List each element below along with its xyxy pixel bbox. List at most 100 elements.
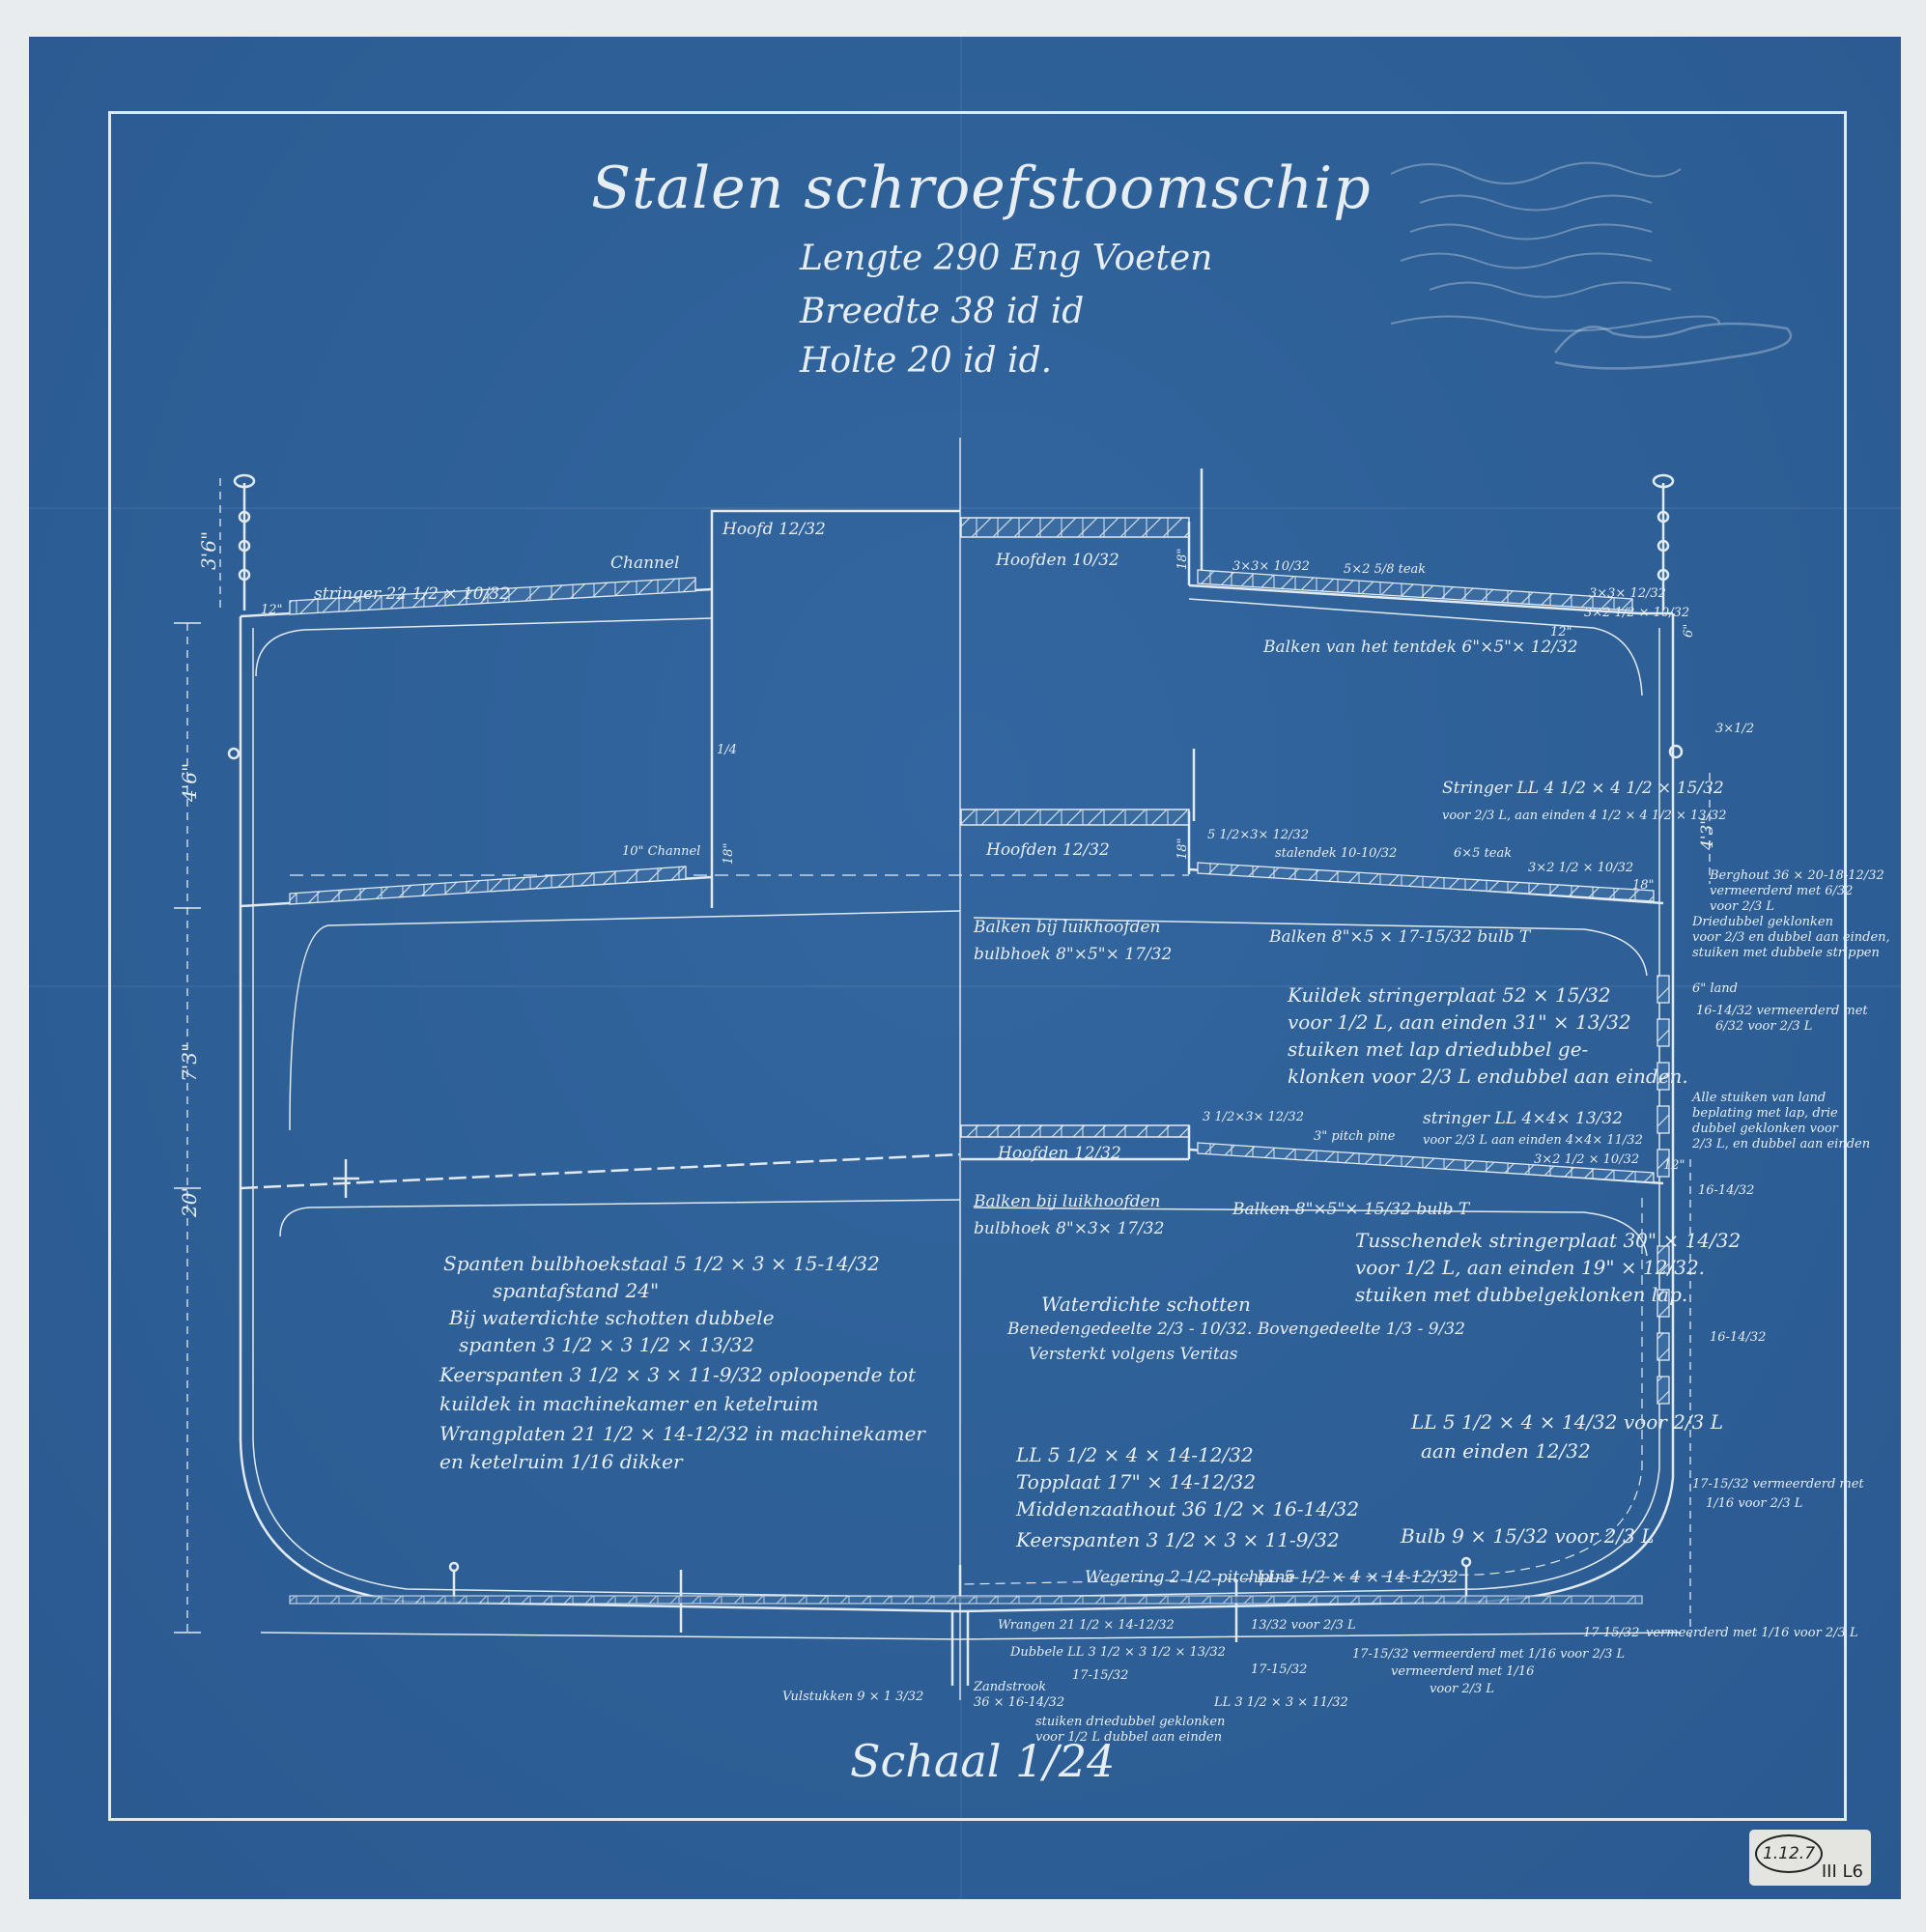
note-stringer: stringer 22 1/2 × 10/32 [314,584,510,604]
note-bar: 3×1/2 [1715,722,1755,736]
note-beams-hatch: Balken bij luikhoofden [974,918,1161,937]
note-shell: 17-15/32 [1583,1626,1640,1640]
drawing-title: Stalen schroefstoomschip [591,155,1372,222]
hatch-coaming-upper [710,509,960,908]
note-kuildek: klonken voor 2/3 L endubbel aan einden. [1288,1065,1688,1088]
note-angle: 3×2 1/2 × 10/32 [1534,1152,1640,1167]
note-angle: 5 1/2×3× 12/32 [1207,828,1309,842]
note-bilge: 17-15/32 vermeerderd met [1692,1477,1864,1492]
note-beams-hatch: bulbhoek 8"×5"× 17/32 [974,945,1173,964]
note-shell: voor 2/3 L [1430,1682,1495,1696]
note-shell: vermeerderd met 1/16 [1391,1664,1535,1679]
note-stringer: Stringer LL 4 1/2 × 4 1/2 × 15/32 [1442,779,1724,798]
dim-upper: 4'6" [178,762,201,802]
note-teak: 6×5 teak [1454,846,1513,861]
note-alle: beplating met lap, drie [1692,1106,1838,1121]
note-stalendek: stalendek 10-10/32 [1275,846,1398,861]
note-kuildek: Kuildek stringerplaat 52 × 15/32 [1288,983,1611,1007]
note-ceiling: Wegering 2 1/2 pitchpine [1085,1568,1295,1587]
note-ll: LL 5 1/2 × 4 × 14/32 voor 2/3 L [1411,1410,1723,1434]
depth-spec: Holte 20 id id. [800,341,1053,381]
upper-deck-starboard [1188,583,1673,615]
note-bilge: 1/16 voor 2/3 L [1706,1496,1803,1511]
note-keelson: Middenzaathout 36 1/2 × 16-14/32 [1016,1497,1360,1520]
note-frames: Wrangplaten 21 1/2 × 14-12/32 in machine… [439,1422,925,1445]
breadth-spec: Breedte 38 id id [800,292,1085,331]
note-keelson: LL 5 1/2 × 4 × 14-12/32 [1016,1443,1254,1466]
note-ll-keel: LL 3 1/2 × 3 × 11/32 [1214,1695,1348,1710]
note-beams-hatch: bulbhoek 8"×3× 17/32 [974,1219,1165,1238]
note-keel-plate: 13/32 voor 2/3 L [1251,1618,1356,1633]
note-sheer: 16-14/32 vermeerderd met [1696,1004,1868,1018]
dim-18: 18" [1632,878,1655,893]
note-alle: Alle stuiken van land [1692,1091,1827,1105]
dim-12: 12" [1550,625,1572,639]
note-kuildek: stuiken met lap driedubbel ge- [1288,1037,1589,1061]
note-keelson: Topplaat 17" × 14-12/32 [1016,1470,1257,1493]
note-hoofden: Hoofden 10/32 [996,551,1119,570]
note-tusschendek: voor 1/2 L, aan einden 19" × 12/32. [1355,1256,1706,1279]
note-angle: 3 1/2×3× 12/32 [1203,1110,1304,1124]
note-bulkheads: Benedengedeelte 2/3 - 10/32. Bovengedeel… [1007,1320,1465,1339]
dim-rail: 3'6" [197,530,220,570]
fold-line [29,507,1901,509]
archive-label: 1.12.7 III L6 [1749,1830,1871,1886]
note-bulkheads: Waterdichte schotten [1041,1293,1251,1316]
note-stringer: voor 2/3 L, aan einden 4 1/2 × 4 1/2 × 1… [1442,809,1727,823]
note-channel: Channel [610,554,680,573]
side-frames [1657,975,1670,1405]
drawing-border [108,111,1847,1821]
note-frames: kuildek in machinekamer en ketelruim [439,1392,819,1415]
note-beams-hatch: Balken bij luikhoofden [974,1192,1161,1211]
dim-6: 6" [1682,623,1696,638]
note-frames: Bij waterdichte schotten dubbele [449,1306,775,1329]
note-frames: en ketelruim 1/16 dikker [439,1450,683,1473]
note-keelson: Keerspanten 3 1/2 × 3 × 11-9/32 [1016,1528,1340,1551]
note-double-ll: Dubbele LL 3 1/2 × 3 1/2 × 13/32 [1010,1645,1226,1660]
note-garboard: 36 × 16-14/32 [974,1695,1065,1710]
dim-12: 12" [261,603,283,617]
note-berghout: voor 2/3 en dubbel aan einden, [1692,930,1890,945]
note-alle: dubbel geklonken voor [1692,1122,1838,1136]
note-bulb: Bulb 9 × 15/32 voor 2/3 L [1401,1524,1655,1548]
dim-quarter: 1/4 [717,743,737,757]
note-bulkheads: Versterkt volgens Veritas [1029,1345,1238,1364]
note-floors: Wrangen 21 1/2 × 14-12/32 [998,1618,1175,1633]
note-shell: 17-15/32 vermeerderd met 1/16 voor 2/3 L [1352,1647,1626,1662]
note-berghout: stuiken met dubbele strippen [1692,946,1880,960]
dim-18: 18" [1175,548,1190,570]
dim-18: 18" [722,842,736,865]
note-hoofden: Hoofden 12/32 [998,1144,1121,1163]
note-berghout: vermeerderd met 6/32 [1710,884,1854,898]
note-beams: Balken 8"×5 × 17-15/32 bulb T [1269,927,1531,947]
note-beams: Balken 8"×5"× 15/32 bulb T [1232,1200,1470,1219]
note-angle: 3×3× 12/32 [1589,586,1666,601]
dim-lower: 20' [178,1187,201,1217]
note-berghout: Driedubbel geklonken [1692,915,1834,929]
length-spec: Lengte 290 Eng Voeten [800,239,1213,278]
note-berghout: voor 2/3 L [1710,899,1775,914]
dim-12: 12" [1663,1158,1685,1173]
note-alle: 2/3 L, en dubbel aan einden [1692,1137,1871,1151]
archive-number: 1.12.7 [1755,1834,1823,1873]
note-land: 6" land [1692,981,1738,996]
note-sheer: 6/32 voor 2/3 L [1715,1019,1813,1034]
fold-line [29,985,1901,987]
note-plate: 16-14/32 [1710,1330,1767,1345]
note-hoofden: Hoofden 12/32 [986,840,1110,860]
fold-line [960,37,962,1899]
dim-18: 18" [1175,838,1190,860]
archive-code: III L6 [1821,1861,1863,1882]
note-frames: spantafstand 24" [493,1279,660,1302]
note-angle: 3×2 1/2 × 10/32 [1528,861,1634,875]
note-stringer: stringer LL 4×4× 13/32 [1423,1109,1624,1128]
note-plate: 16-14/32 [1698,1183,1755,1198]
note-frames: spanten 3 1/2 × 3 1/2 × 13/32 [459,1333,755,1356]
note-shell: vermeerderd met 1/16 voor 2/3 L [1646,1626,1858,1640]
note-ll: aan einden 12/32 [1421,1439,1591,1463]
note-angle: 3×2 1/2 × 10/32 [1584,606,1690,620]
note-teak: 5×2 5/8 teak [1344,562,1427,577]
approval-signature [1390,161,1793,370]
note-filler: Vulstukken 9 × 1 3/32 [782,1690,924,1704]
